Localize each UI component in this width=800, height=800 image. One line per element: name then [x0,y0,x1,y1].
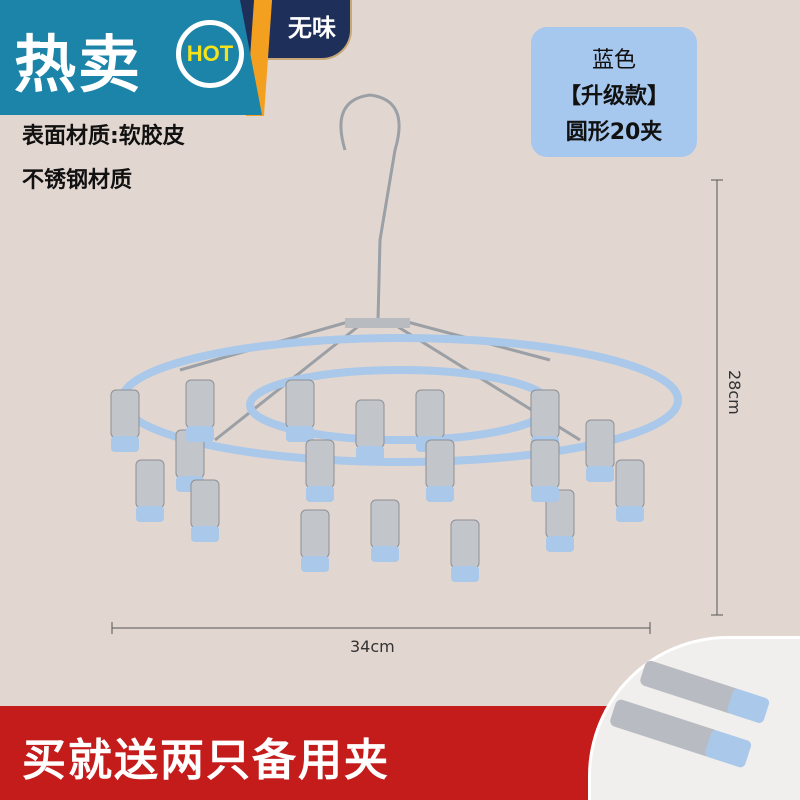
variant-model: 圆形20夹 [565,120,663,145]
variant-color: 蓝色 [591,48,636,73]
clip [370,499,400,562]
clip [135,459,165,522]
clip [305,439,335,502]
clip [190,479,220,542]
spare-clips-image [610,660,770,768]
clip [110,389,140,452]
hot-sale-label: 热卖 [14,28,143,101]
clip [450,519,480,582]
spec-material: 不锈钢材质 [22,168,133,193]
spec-surface: 表面材质:软胶皮 [22,124,185,149]
height-label: 28cm [725,370,744,415]
clip [185,379,215,442]
clip [300,509,330,572]
clip [355,399,385,462]
spare-clips-inset [588,636,800,800]
clip [285,379,315,442]
clip [425,439,455,502]
clip [615,459,645,522]
clip [530,439,560,502]
width-label: 34cm [350,637,395,656]
variant-edition: 【升级款】 [558,84,669,109]
clip [585,419,615,482]
variant-card: 蓝色 【升级款】 圆形20夹 [531,27,697,157]
hot-icon: HOT [176,20,244,88]
pill-text: 无味 [288,14,336,42]
promo-banner-text: 买就送两只备用夹 [22,735,390,786]
promo-banner [0,706,640,800]
